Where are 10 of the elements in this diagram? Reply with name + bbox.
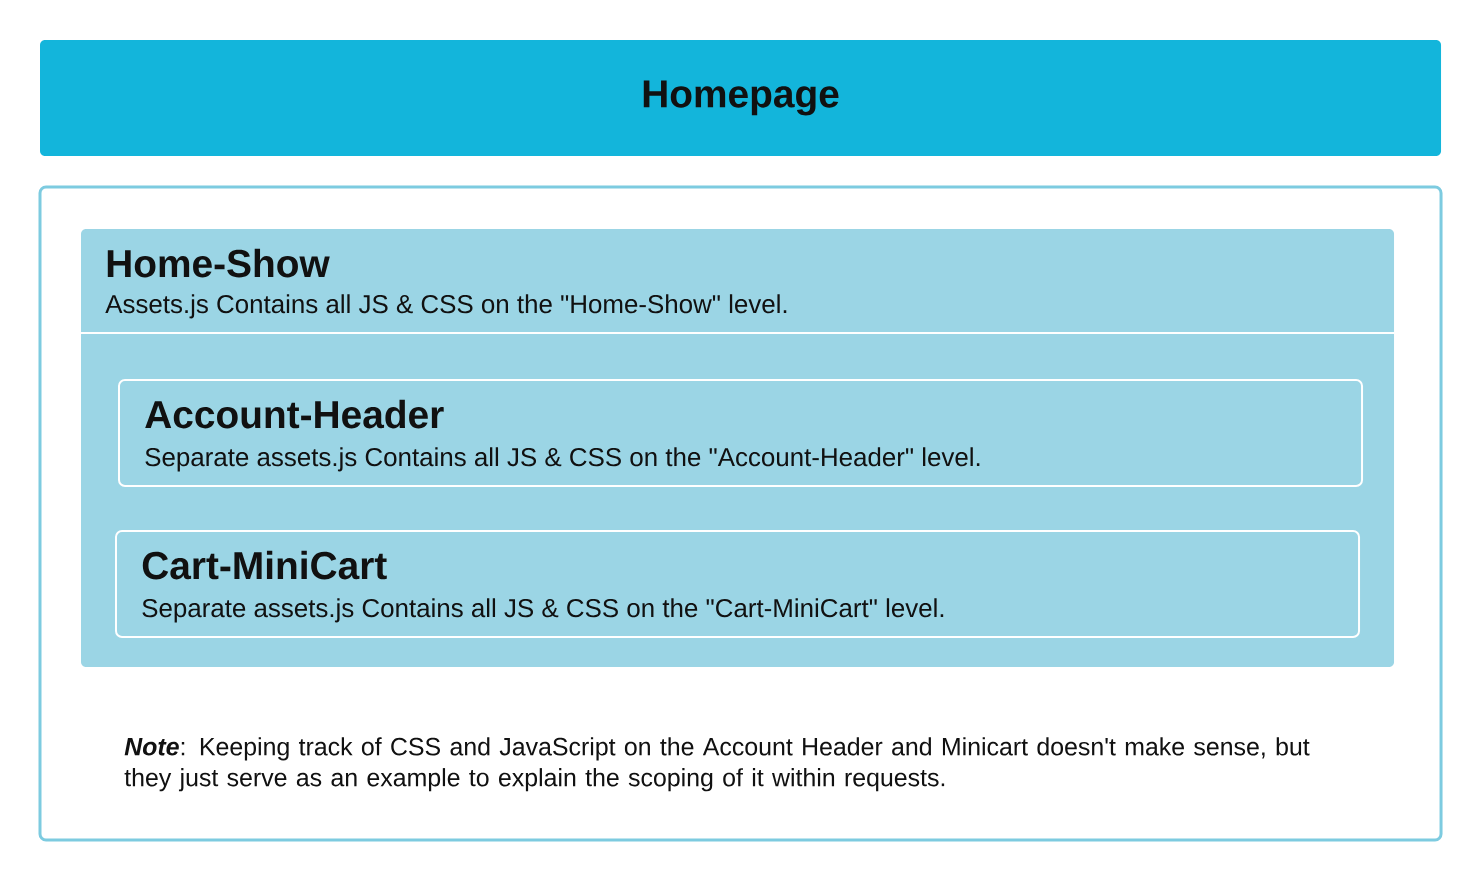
description: Separate assets.js Contains all JS & CSS on the "Cart-MiniCart" level.: [142, 598, 944, 623]
heading: Cart-MiniCart: [142, 550, 387, 580]
header-bar: Homepage: [40, 40, 1442, 156]
card: [115, 530, 1361, 638]
card: [118, 379, 1364, 487]
description: Separate assets.js Contains all JS & CSS on the "Account-Header" level.: [145, 447, 980, 472]
note-text: Note: Keeping track of CSS and JavaScript on the Account Header and Minicart doesn't make sense, but they just serve as an example to explain the scoping of it within requests.: [124, 737, 1310, 792]
description: Assets.js Contains all JS & CSS on the "Home-Show" level.: [105, 294, 787, 319]
heading: Home-Show: [107, 248, 330, 278]
heading: Account-Header: [145, 399, 444, 429]
